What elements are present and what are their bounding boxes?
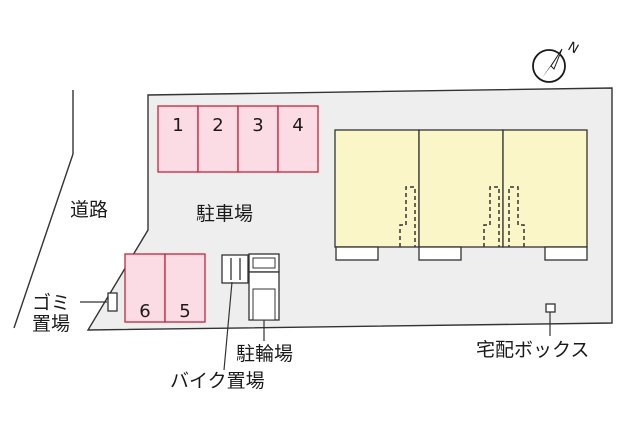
parking-space-1 xyxy=(157,105,199,173)
parking-space-5 xyxy=(164,253,206,323)
parking-number-2: 2 xyxy=(212,115,223,136)
unit-3-dashed-outline xyxy=(508,186,525,247)
parking-number-1: 1 xyxy=(172,115,183,136)
building-unit-2 xyxy=(418,129,504,248)
north-label: N xyxy=(565,39,581,57)
parking-label: 駐車場 xyxy=(196,203,253,225)
parking-space-3 xyxy=(237,105,279,173)
compass-icon: N xyxy=(532,39,581,83)
delivery-box xyxy=(545,303,556,313)
parking-row-bottom: 6 5 xyxy=(124,253,206,323)
building-unit-3 xyxy=(502,129,588,248)
unit-1-dashed-outline xyxy=(399,186,416,247)
entrance-step-1 xyxy=(335,246,379,261)
entrance-step-3 xyxy=(544,246,588,261)
bicycle-parking-label: 駐輪場 xyxy=(236,343,293,365)
parking-number-6: 6 xyxy=(139,301,150,322)
parking-space-4 xyxy=(277,105,319,173)
parking-row-top: 1 2 3 4 xyxy=(157,105,319,173)
building-unit-1 xyxy=(334,129,420,248)
road-label: 道路 xyxy=(70,199,108,221)
garbage-box xyxy=(107,292,118,312)
delivery-box-label: 宅配ボックス xyxy=(476,339,589,361)
parking-number-3: 3 xyxy=(252,115,263,136)
garbage-label-line2: 置場 xyxy=(32,313,70,335)
motorbike-parking-label: バイク置場 xyxy=(170,370,265,392)
unit-2-dashed-outline xyxy=(483,186,500,247)
garbage-label-line1: ゴミ xyxy=(32,292,70,314)
parking-number-5: 5 xyxy=(179,301,190,322)
building xyxy=(334,129,588,261)
bicycle-shelter xyxy=(248,253,280,321)
entrance-step-2 xyxy=(418,246,462,261)
leader-lines xyxy=(80,281,551,371)
parking-space-6 xyxy=(124,253,166,323)
motorbike-shelter xyxy=(221,254,249,284)
road-edge-lines xyxy=(13,90,74,329)
parking-number-4: 4 xyxy=(292,115,303,136)
